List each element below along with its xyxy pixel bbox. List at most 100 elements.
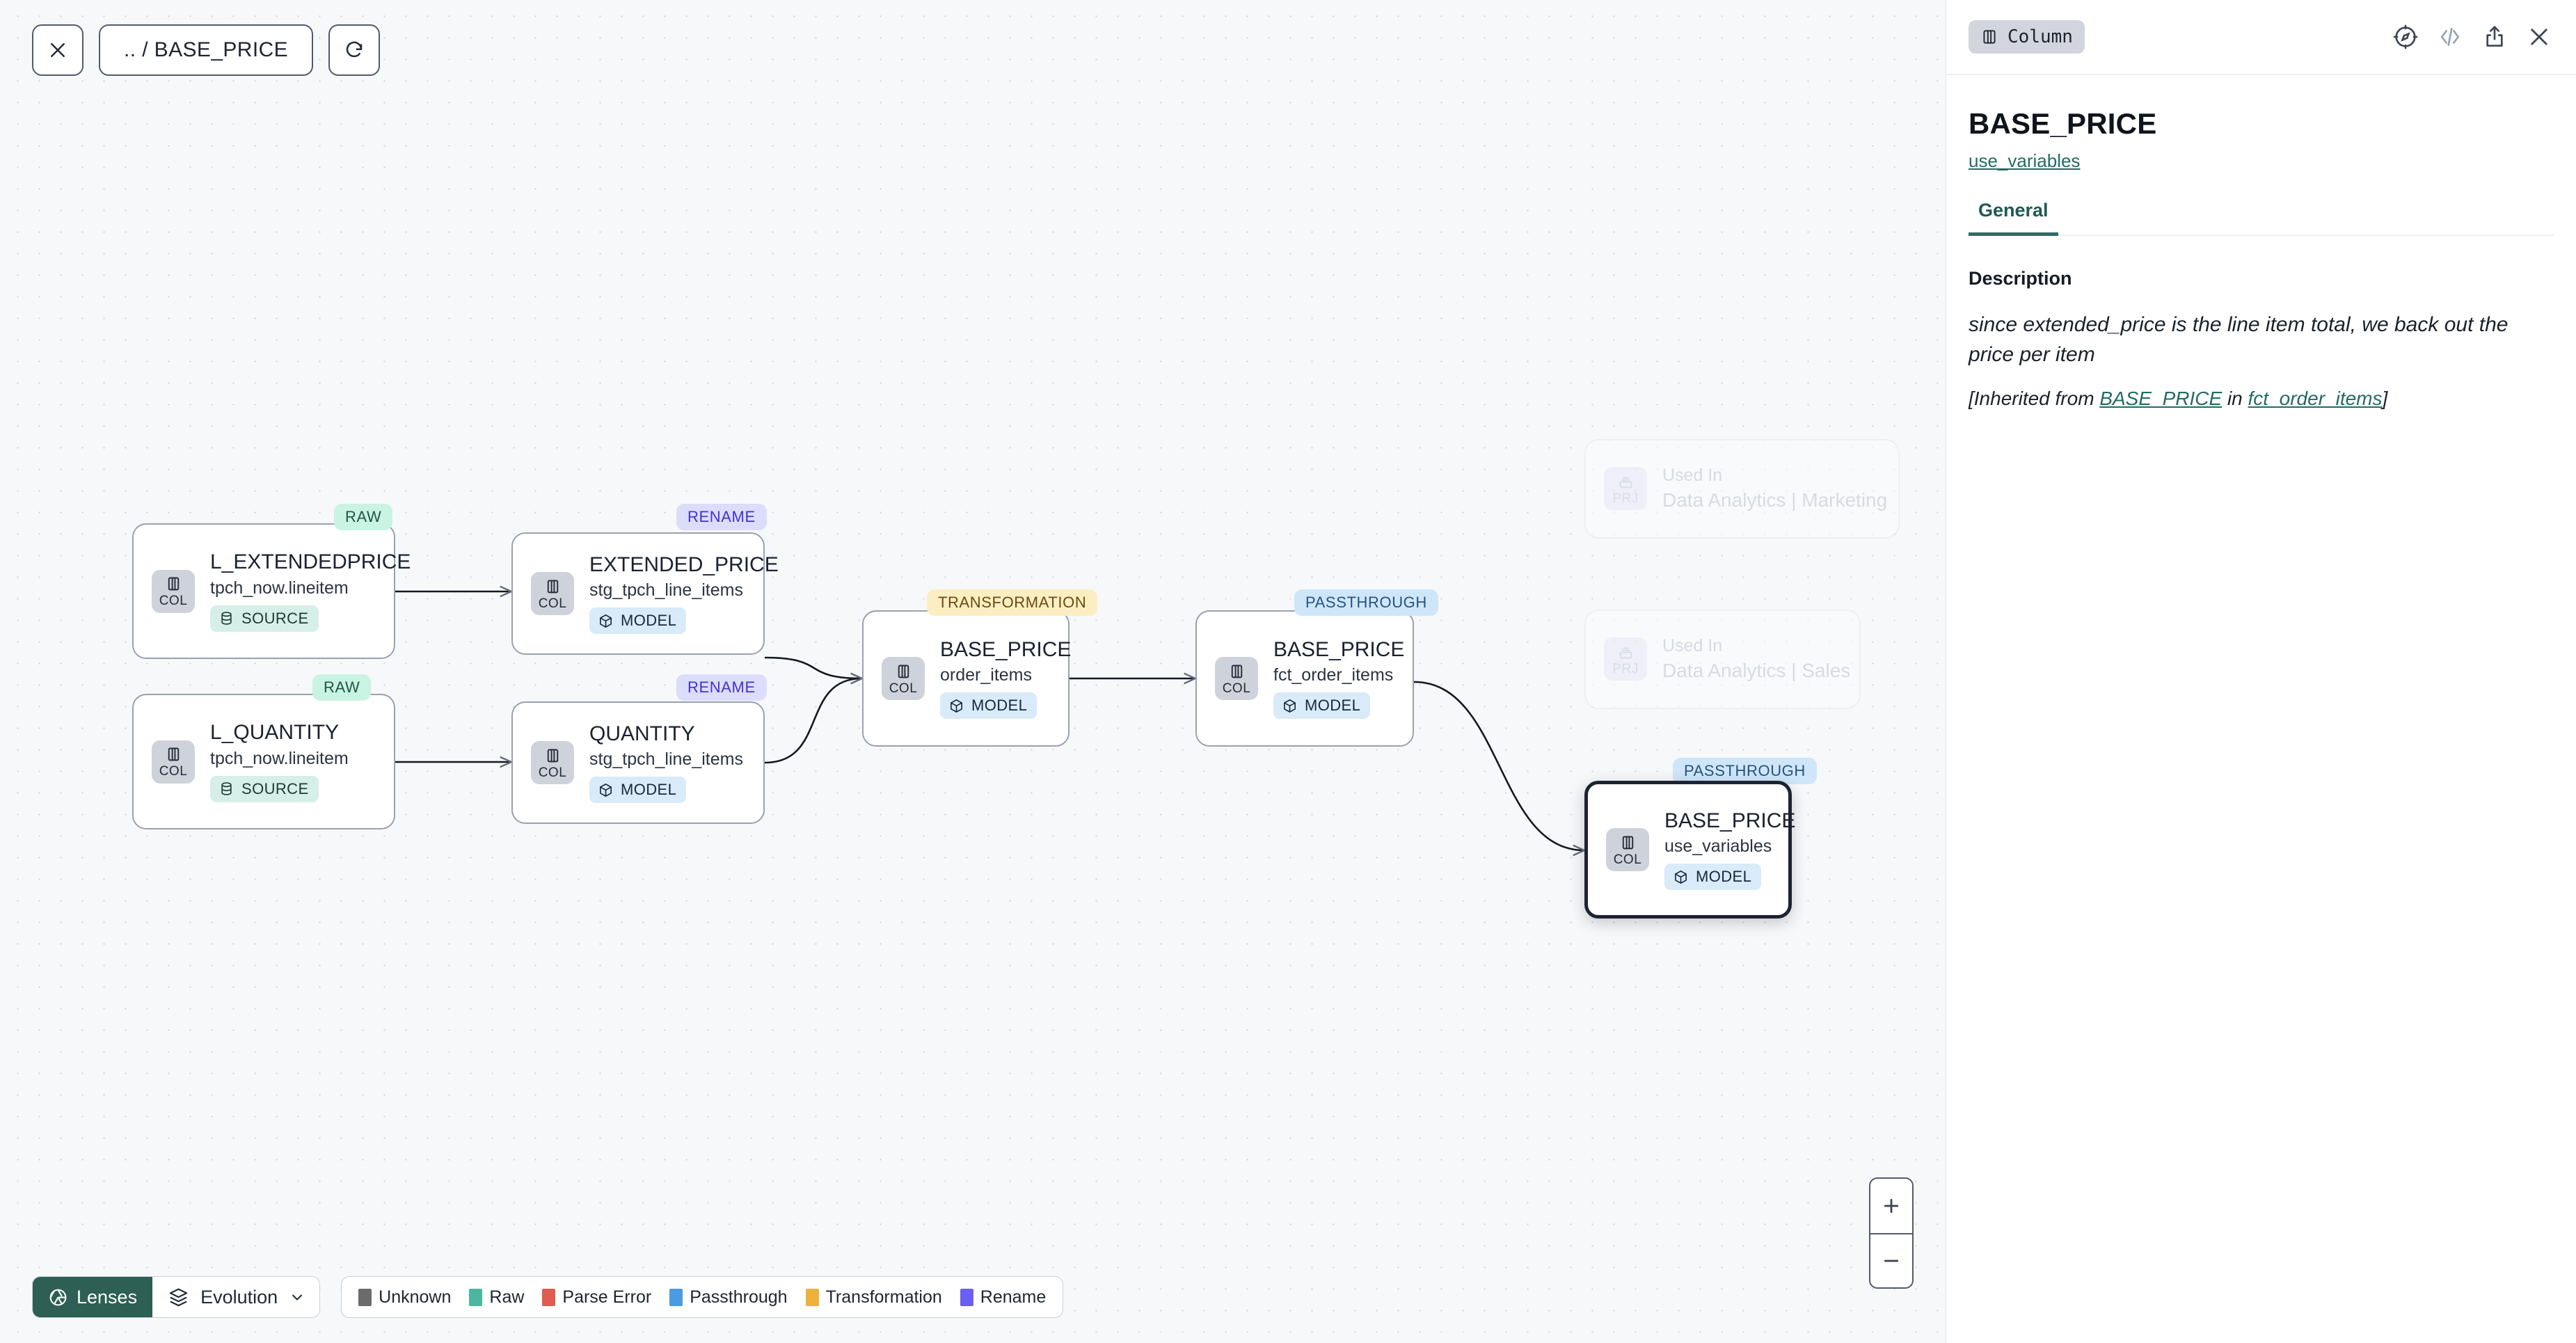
legend-item-raw[interactable]: Raw [469,1287,524,1308]
cube-icon [600,783,612,797]
node-kind-chip: COL [531,741,574,784]
lenses-button[interactable]: Lenses [33,1277,153,1317]
refresh-button[interactable] [328,24,381,76]
column-icon [1983,30,1996,44]
code-icon [2440,27,2460,47]
parent-model-link[interactable]: use_variables [1969,150,2081,171]
node-subtitle: use_variables [1664,836,1772,857]
node-type-pill: MODEL [1664,864,1762,891]
description-label: Description [1969,268,2072,289]
status-legend: Unknown Raw Parse Error Passthrough Transfor… [341,1276,1064,1318]
database-icon [221,612,232,625]
node-subtitle: stg_tpch_line_items [589,749,743,770]
canvas-bottom-bar: Lenses Evolution Unknown Raw Parse Error Pa… [32,1276,1064,1318]
node-type-pill: MODEL [589,607,687,635]
explore-button[interactable] [2392,24,2419,50]
entity-type-label: Column [2007,26,2073,47]
node-badge-base_price_order_items: TRANSFORMATION [927,589,1098,616]
share-button[interactable] [2481,24,2508,50]
node-badge-quantity: RENAME [676,674,767,701]
minus-icon [1884,1259,1899,1262]
node-kind-chip: COL [882,657,925,700]
node-badge-l_extendedprice: RAW [334,504,393,530]
inherited-middle: in [2222,388,2248,410]
ghost-project-name: Data Analytics | Marketing [1662,488,1888,511]
lens-group: Lenses Evolution [32,1276,321,1318]
node-badge-label: PASSTHROUGH [1305,594,1427,611]
node-type-label: SOURCE [241,779,309,797]
inherited-suffix: ] [2382,388,2388,410]
legend-label: Unknown [379,1287,452,1307]
zoom-out-button[interactable] [1870,1233,1912,1287]
evolution-label: Evolution [200,1286,278,1308]
node-badge-l_quantity: RAW [312,674,372,701]
legend-item-unknown[interactable]: Unknown [358,1287,451,1308]
node-kind-chip: COL [152,740,195,784]
breadcrumb-button[interactable]: .. / BASE_PRICE [99,24,314,76]
cube-icon [951,699,962,713]
node-kind-label: COL [159,594,188,608]
node-subtitle: tpch_now.lineitem [210,578,349,598]
column-icon [168,747,179,761]
lineage-canvas[interactable]: .. / BASE_PRICE [0,0,1946,1343]
node-type-pill: MODEL [940,692,1037,720]
node-kind-chip: COL [152,569,195,613]
chevron-down-icon [292,1294,303,1301]
legend-item-parse-error[interactable]: Parse Error [542,1287,651,1308]
legend-swatch [805,1288,819,1306]
ghost-used-in-label: Used In [1662,636,1723,656]
legend-swatch [358,1288,372,1306]
legend-swatch [542,1288,556,1306]
node-title: L_EXTENDEDPRICE [210,550,411,574]
close-button[interactable] [32,24,84,76]
legend-label: Transformation [825,1287,942,1307]
ghost-used-in-label: Used In [1662,466,1723,486]
column-icon [547,580,558,593]
node-kind-label: COL [1613,852,1642,867]
node-badge-label: PASSTHROUGH [1684,762,1806,779]
details-panel: Column [1946,0,2576,1343]
page-title: BASE_PRICE [1969,107,2157,140]
view-code-button[interactable] [2437,24,2463,50]
legend-label: Raw [489,1287,525,1307]
close-icon [2531,29,2547,45]
node-title: EXTENDED_PRICE [589,553,779,576]
close-panel-button[interactable] [2526,24,2552,50]
legend-item-transformation[interactable]: Transformation [805,1287,942,1308]
column-icon [1622,836,1633,849]
evolution-dropdown[interactable]: Evolution [152,1277,320,1317]
node-type-label: MODEL [1696,868,1752,886]
zoom-in-button[interactable] [1870,1179,1912,1233]
node-badge-label: RENAME [687,508,756,525]
compass-icon [2393,24,2418,49]
legend-item-rename[interactable]: Rename [960,1287,1046,1308]
node-type-label: MODEL [971,697,1028,715]
inherited-model-link[interactable]: fct_order_items [2248,388,2383,410]
node-badge-base_price_use_variables: PASSTHROUGH [1673,758,1817,784]
description-section: Description since extended_price is the … [1946,236,2576,410]
inherited-column-link[interactable]: BASE_PRICE [2099,388,2223,410]
node-kind-label: COL [159,764,188,779]
ghost-kind-chip: PRJ [1604,467,1647,511]
legend-item-passthrough[interactable]: Passthrough [669,1287,788,1308]
entity-type-chip[interactable]: Column [1969,20,2085,54]
node-kind-label: COL [889,681,918,696]
ghost-kind-label: PRJ [1612,491,1639,506]
tab-general[interactable]: General [1969,200,2058,236]
legend-label: Parse Error [562,1287,652,1307]
column-icon [168,577,179,591]
node-title: BASE_PRICE [1273,637,1405,661]
project-icon [1619,477,1632,488]
node-badge-label: RAW [324,678,360,696]
cube-icon [1675,870,1687,884]
legend-label: Passthrough [690,1287,788,1307]
